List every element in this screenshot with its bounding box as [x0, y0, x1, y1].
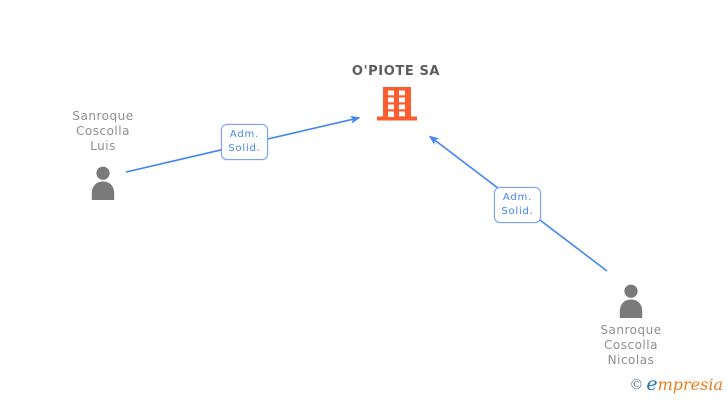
- person-name-line: Nicolas: [607, 353, 655, 367]
- person-name-line: Sanroque: [72, 109, 134, 123]
- brand-initial: e: [646, 373, 658, 395]
- person-name-line: Coscolla: [76, 124, 130, 138]
- person-name-nicolas: Sanroque Coscolla Nicolas: [600, 323, 661, 368]
- person-node-luis[interactable]: Sanroque Coscolla Luis: [40, 109, 166, 200]
- relation-label-luis[interactable]: Adm. Solid.: [221, 124, 268, 160]
- company-name: O'PIOTE SA: [351, 64, 441, 79]
- person-icon: [91, 166, 115, 200]
- brand-name: mpresia: [657, 375, 723, 394]
- empresia-logo[interactable]: ©empresia: [629, 373, 723, 395]
- person-name-luis: Sanroque Coscolla Luis: [72, 109, 133, 154]
- person-name-line: Luis: [90, 139, 116, 153]
- copyright-icon: ©: [629, 377, 644, 393]
- relation-label-line: Solid.: [501, 206, 534, 217]
- building-icon: [377, 87, 417, 121]
- person-name-line: Coscolla: [604, 338, 658, 352]
- relation-label-line: Adm.: [229, 129, 260, 140]
- person-node-nicolas[interactable]: Sanroque Coscolla Nicolas: [568, 284, 694, 368]
- company-node[interactable]: [377, 87, 417, 121]
- relation-label-line: Solid.: [228, 143, 261, 154]
- relation-label-line: Adm.: [502, 192, 533, 203]
- person-icon: [619, 284, 643, 318]
- person-name-line: Sanroque: [600, 323, 662, 337]
- relation-label-nicolas[interactable]: Adm. Solid.: [494, 187, 541, 223]
